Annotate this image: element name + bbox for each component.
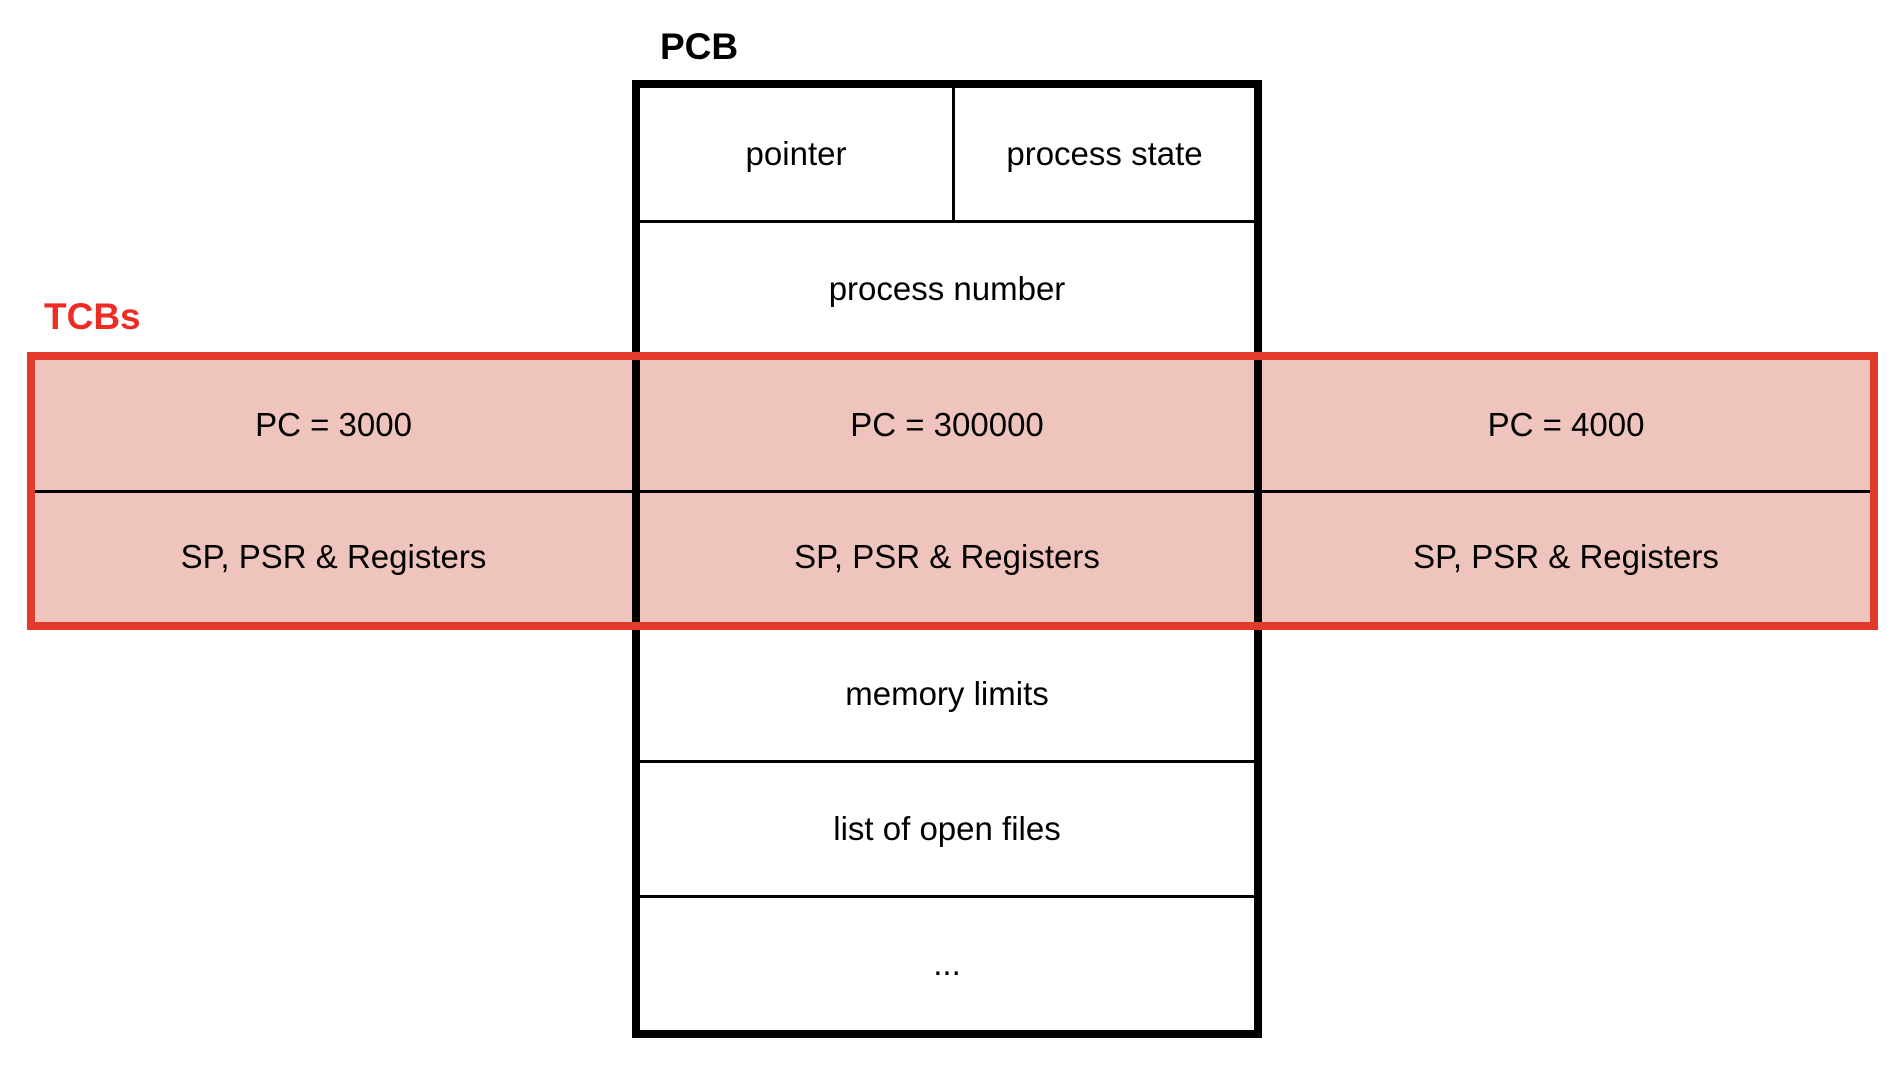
pcb-row-ellipsis: ... (933, 945, 961, 982)
tcb-row-registers: SP, PSR & Registers SP, PSR & Registers … (35, 492, 1870, 622)
pcb-title: PCB (660, 26, 739, 67)
pcb-left-edge-stripe (632, 360, 640, 490)
pcb-row-process-number: process number (640, 223, 1254, 358)
pcb-left-edge-stripe (632, 492, 640, 622)
pcb-cell-pointer: pointer (745, 135, 847, 172)
tcb2-registers: SP, PSR & Registers (794, 538, 1100, 576)
tcb-band: PC = 3000 PC = 300000 PC = 4000 SP, PSR … (27, 352, 1878, 630)
pcb-row-memory-limits: memory limits (640, 628, 1254, 763)
tcb1-pc: PC = 3000 (255, 405, 412, 443)
pcb-row1-divider (952, 88, 955, 220)
pcb-right-edge-stripe (1254, 492, 1262, 622)
tcb2-pc: PC = 300000 (850, 405, 1044, 443)
pcb-cell-process-state: process state (1006, 135, 1203, 172)
pcb-row-open-files: list of open files (640, 763, 1254, 898)
tcb-row-pc: PC = 3000 PC = 300000 PC = 4000 (35, 360, 1870, 493)
pcb-row-pointer-state: pointer process state (640, 88, 1254, 223)
tcb1-registers: SP, PSR & Registers (180, 538, 487, 576)
tcb3-pc: PC = 4000 (1487, 405, 1645, 443)
pcb-right-edge-stripe (1254, 360, 1262, 490)
tcbs-title: TCBs (44, 296, 141, 337)
tcb3-registers: SP, PSR & Registers (1413, 538, 1719, 576)
